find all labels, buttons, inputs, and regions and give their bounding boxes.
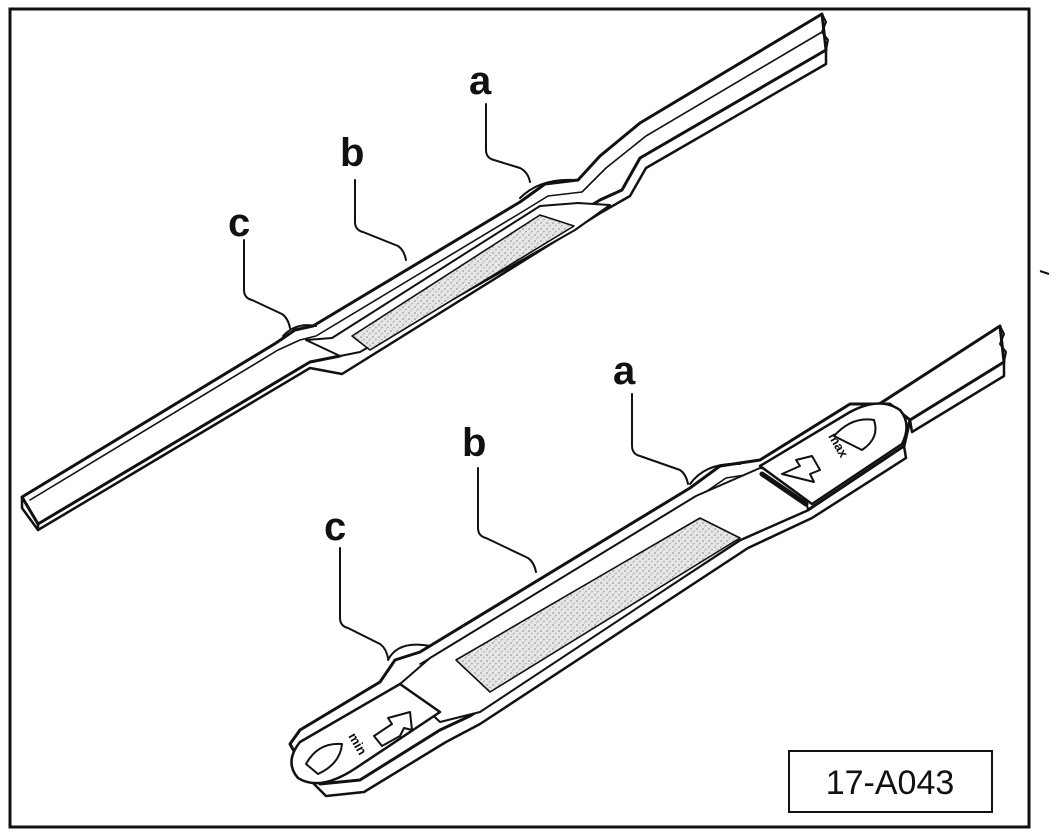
lower-notch-c (387, 643, 431, 661)
figure-frame (8, 7, 1031, 829)
lower-strip-edge (298, 444, 908, 798)
lower-min-oval (305, 742, 343, 775)
lower-min-tab (290, 682, 442, 785)
lower-max-tab (758, 402, 908, 506)
figure-id-box (788, 750, 993, 813)
lower-rod-edge (908, 360, 1006, 434)
margin-mark (1039, 270, 1050, 275)
lower-leader-a (631, 393, 689, 485)
upper-leader-b (354, 179, 407, 261)
upper-strip-ridge (29, 31, 823, 501)
upper-notch-a (519, 178, 576, 199)
lower-stippled-band (455, 517, 741, 693)
lower-max-band (759, 471, 809, 507)
upper-dipstick (20, 12, 829, 532)
lower-label-c: c (324, 505, 346, 549)
upper-strip-surface (20, 12, 828, 526)
upper-label-b: b (340, 131, 364, 175)
figure-id: 17-A043 (826, 764, 955, 802)
lower-max-oval (833, 418, 877, 451)
lower-max-arrow-icon (781, 455, 821, 483)
lower-rod-torn-end (999, 325, 1007, 363)
upper-notch-c (282, 324, 317, 337)
upper-leader-a (485, 103, 531, 183)
lower-notch-a (689, 462, 741, 485)
upper-label-c: c (228, 201, 250, 245)
upper-strip-edge (20, 48, 828, 532)
upper-label-a: a (469, 59, 492, 103)
lower-dipstick (288, 324, 1007, 798)
upper-stippled-band (351, 214, 575, 351)
upper-torn-end (821, 13, 829, 51)
lower-min-arrow-icon (373, 711, 413, 747)
lower-label-a: a (613, 349, 636, 393)
lower-leader-b (477, 467, 537, 573)
lower-leader-c (339, 547, 389, 659)
lower-label-b: b (462, 421, 486, 465)
upper-leader-c (243, 239, 291, 329)
